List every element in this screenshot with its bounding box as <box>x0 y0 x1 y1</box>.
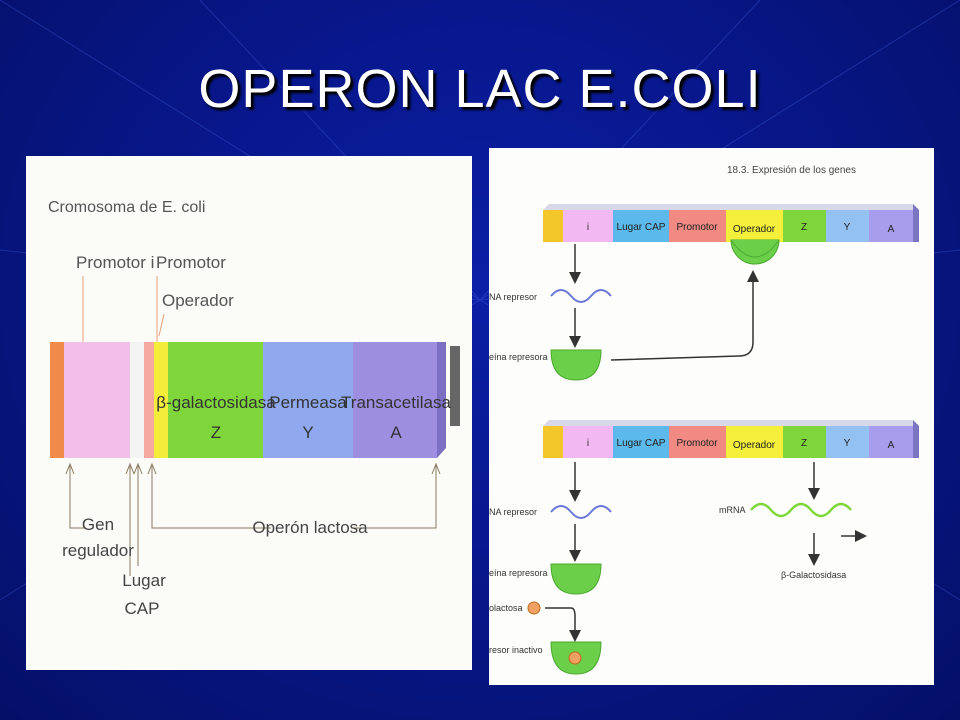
beta-galactosidasa-label: β-Galactosidasa <box>781 570 846 580</box>
segment-y <box>263 342 353 458</box>
gen-regulador-line1: Gen <box>82 515 114 534</box>
gene-expression-diagram: 18.3. Expresión de los genes i Lugar CAP… <box>489 165 919 675</box>
proteina-represora-label-1: eína represora <box>489 352 548 362</box>
promotor-i-label: Promotor i <box>76 253 154 272</box>
lactose-molecule <box>527 601 541 615</box>
repressor-protein-2 <box>550 563 602 595</box>
gen-regulador-line2: regulador <box>62 541 134 560</box>
lac-operon-map: Cromosoma de E. coli Promotor i Promotor… <box>48 199 460 618</box>
mrna-represor-label-2: NA represor <box>489 507 537 517</box>
gene-expression-panel: 18.3. Expresión de los genes i Lugar CAP… <box>489 148 934 685</box>
promotor-label: Promotor <box>156 253 226 272</box>
bottom-strip-label-promotor: Promotor <box>676 438 718 449</box>
top-strip-label-promotor: Promotor <box>676 222 718 233</box>
segment-a <box>353 342 437 458</box>
gene-strip-repressed <box>543 204 919 242</box>
top-strip-label-lugar-cap: Lugar CAP <box>617 222 666 233</box>
lactosa-label: olactosa <box>489 603 523 613</box>
bottom-strip-label-lugar-cap: Lugar CAP <box>617 438 666 449</box>
figure-header: 18.3. Expresión de los genes <box>727 165 856 176</box>
annotation-arrows <box>65 462 441 576</box>
mrna-represor-label-1: NA represor <box>489 292 537 302</box>
lactose-binding-arrow <box>545 607 581 642</box>
repressor-mrna-wave-2 <box>550 505 612 519</box>
repressor-protein-1 <box>550 349 602 381</box>
operador-pointer <box>158 313 165 337</box>
top-strip-label-operador: Operador <box>733 224 776 235</box>
segment-y-letter: Y <box>302 423 313 442</box>
operon-lactosa-label: Operón lactosa <box>252 518 368 537</box>
lugar-cap-line2: CAP <box>125 599 160 618</box>
bottom-strip-label-operador: Operador <box>733 440 776 451</box>
lugar-cap-line1: Lugar <box>122 571 166 590</box>
segment-y-name: Permeasa <box>269 393 347 412</box>
bottom-strip-label-i: i <box>587 438 589 449</box>
mrna-label: mRNA <box>719 505 746 515</box>
segment-a-letter: A <box>390 423 402 442</box>
bottom-strip-label-y: Y <box>844 438 851 449</box>
segment-z-letter: Z <box>211 423 221 442</box>
operador-label: Operador <box>162 291 234 310</box>
chromosome-label: Cromosoma de E. coli <box>48 199 205 216</box>
segment-a-name: Transacetilasa <box>341 393 451 412</box>
gene-strip-induced <box>543 420 919 458</box>
top-strip-label-a: A <box>888 224 895 235</box>
top-strip-label-y: Y <box>844 222 851 233</box>
represor-inactivo-label: resor inactivo <box>489 645 543 655</box>
bound-lactose <box>568 651 582 665</box>
segment-z <box>168 342 263 458</box>
operon-mrna-wave <box>750 502 852 518</box>
repressor-binding-arrow <box>610 270 759 361</box>
chromosome-bar <box>50 342 460 458</box>
repressor-mrna-wave-1 <box>550 289 612 303</box>
proteina-represora-label-2: eína represora <box>489 568 548 578</box>
lac-operon-map-panel: Cromosoma de E. coli Promotor i Promotor… <box>26 156 472 670</box>
slide-title: OPERON LAC E.COLI <box>198 59 762 119</box>
bottom-strip-label-z: Z <box>801 438 807 449</box>
top-strip-label-z: Z <box>801 222 807 233</box>
top-strip-label-i: i <box>587 222 589 233</box>
segment-z-name: β-galactosidasa <box>156 393 276 412</box>
bottom-strip-label-a: A <box>888 440 895 451</box>
